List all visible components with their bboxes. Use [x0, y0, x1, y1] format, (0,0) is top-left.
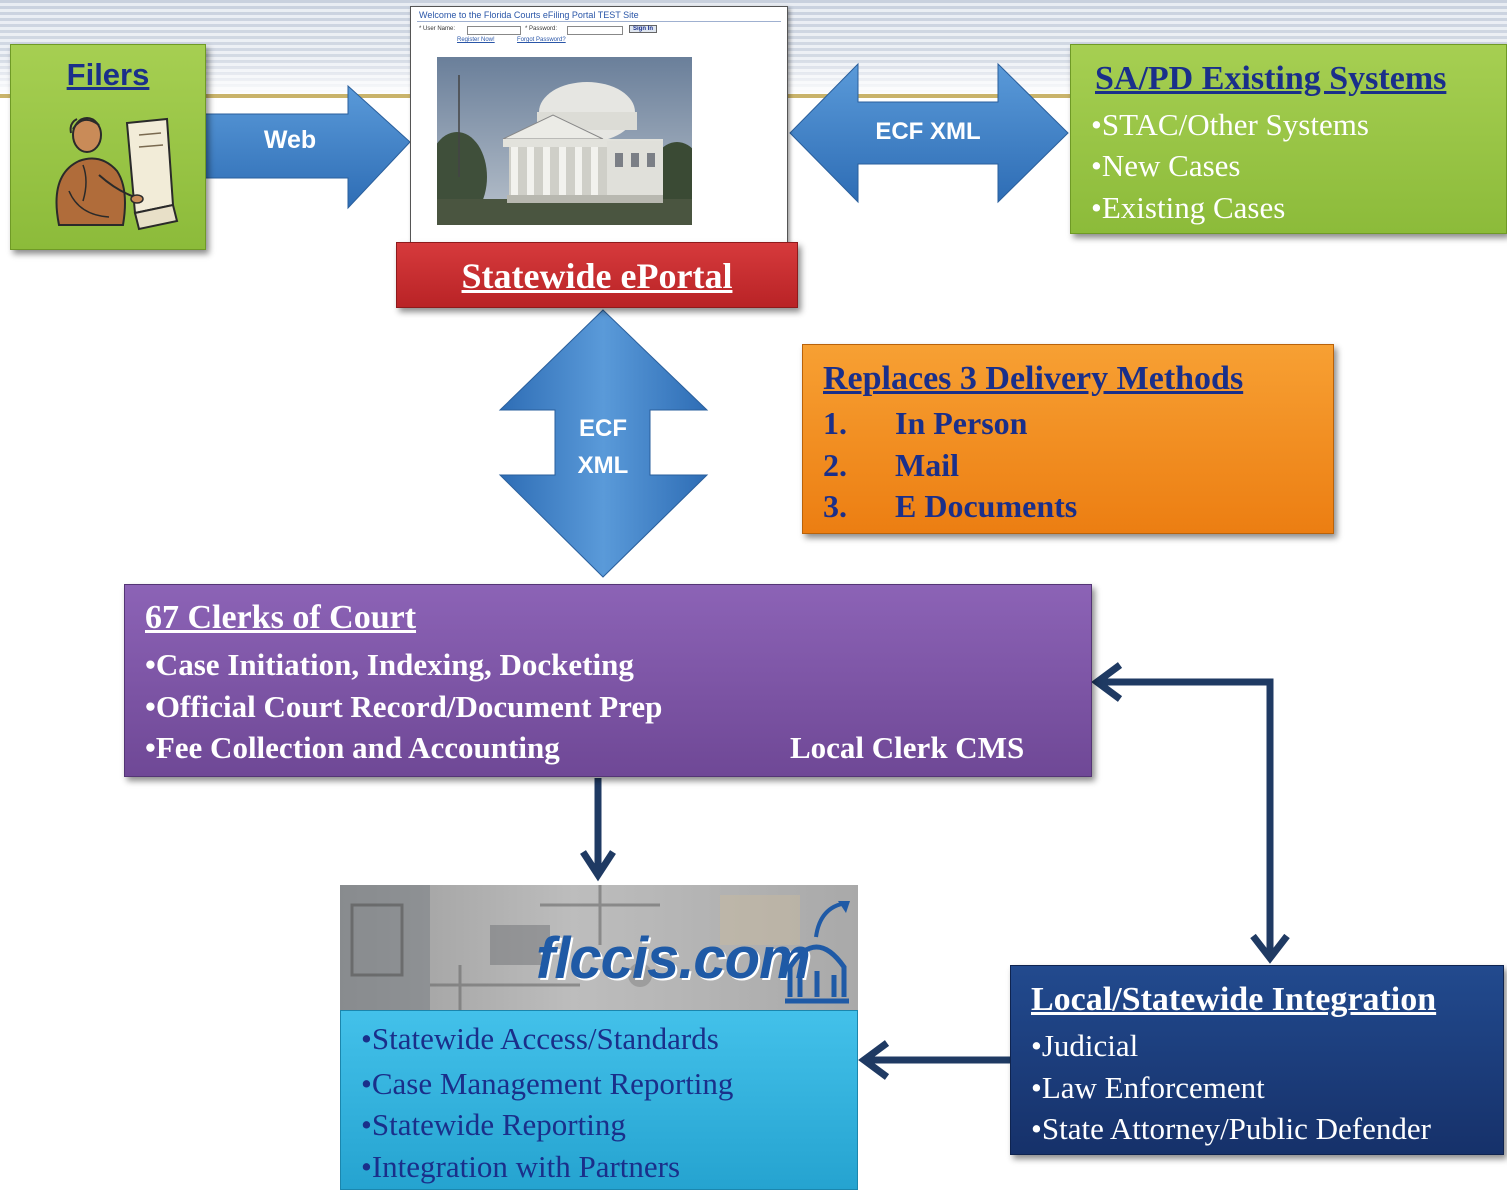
- flccis-logo-text: flccis.com: [536, 926, 811, 991]
- portal-username-input[interactable]: [467, 26, 521, 35]
- flccis-banner: flccis.com: [340, 885, 858, 1013]
- ecf-xml-vertical-label: ECF XML: [553, 410, 653, 484]
- flccis-item: •Case Management Reporting: [361, 1066, 734, 1101]
- statewide-eportal-box: Statewide ePortal: [396, 242, 798, 308]
- portal-forgot-link[interactable]: Forgot Password?: [517, 37, 566, 43]
- ecf-vertical-line2: XML: [577, 452, 629, 479]
- clerks-title: 67 Clerks of Court: [145, 599, 417, 636]
- portal-welcome-text: Welcome to the Florida Courts eFiling Po…: [419, 10, 639, 20]
- portal-password-label: * Password:: [525, 26, 558, 32]
- flccis-item: •Statewide Reporting: [361, 1107, 626, 1142]
- connector-clerks-integration: [1097, 678, 1274, 958]
- replaces-item-num: 1.: [823, 405, 847, 441]
- portal-username-label: * User Name:: [419, 26, 456, 32]
- web-arrow: [204, 84, 411, 210]
- replaces-item-text: E Documents: [895, 488, 1078, 524]
- filers-title: Filers: [66, 57, 150, 92]
- integration-box: Local/Statewide Integration •Judicial •L…: [1010, 965, 1504, 1155]
- ecf-xml-horizontal-arrow: [789, 62, 1069, 204]
- statewide-eportal-title: Statewide ePortal: [461, 256, 733, 296]
- ecf-vertical-line1: ECF: [579, 415, 627, 442]
- sapd-title: SA/PD Existing Systems: [1095, 60, 1447, 97]
- clerks-box: 67 Clerks of Court •Case Initiation, Ind…: [124, 584, 1092, 777]
- flccis-item: •Statewide Access/Standards: [361, 1021, 719, 1056]
- filers-box: Filers: [10, 44, 206, 250]
- ecf-xml-vertical-arrow: [498, 309, 709, 578]
- flccis-item: •Integration with Partners: [361, 1149, 681, 1184]
- courthouse-logo-icon: [785, 901, 850, 1004]
- arrowhead-left-clerks: [1091, 662, 1123, 702]
- integration-title: Local/Statewide Integration: [1031, 981, 1437, 1018]
- integration-item: •Law Enforcement: [1031, 1070, 1265, 1105]
- portal-sign-in-button[interactable]: Sign In: [629, 25, 657, 33]
- sapd-item: •New Cases: [1091, 148, 1241, 183]
- web-arrow-label: Web: [263, 126, 317, 154]
- circuit-board-image: [340, 885, 800, 1013]
- arrowhead-down-integration: [1250, 933, 1290, 964]
- arrowhead-down-flccis: [580, 850, 616, 882]
- integration-item: •Judicial: [1031, 1028, 1139, 1063]
- portal-screenshot: Welcome to the Florida Courts eFiling Po…: [410, 6, 788, 246]
- portal-register-link[interactable]: Register Now!: [457, 37, 495, 43]
- replaces-item-text: Mail: [895, 447, 959, 483]
- clerks-cms-label: Local Clerk CMS: [790, 730, 1025, 765]
- sapd-box: SA/PD Existing Systems •STAC/Other Syste…: [1070, 44, 1507, 234]
- flccis-box: •Statewide Access/Standards •Case Manage…: [340, 1010, 858, 1190]
- replaces-item-text: In Person: [895, 405, 1028, 441]
- replaces-box: Replaces 3 Delivery Methods 1. In Person…: [802, 344, 1334, 534]
- person-computer-icon: [55, 117, 179, 231]
- integration-item: •State Attorney/Public Defender: [1031, 1111, 1431, 1146]
- courthouse-photo: [437, 57, 692, 225]
- sapd-item: •Existing Cases: [1091, 190, 1286, 225]
- sapd-item: •STAC/Other Systems: [1091, 107, 1369, 142]
- clerks-item: •Fee Collection and Accounting: [145, 730, 560, 765]
- replaces-title: Replaces 3 Delivery Methods: [823, 360, 1244, 397]
- replaces-item-num: 3.: [823, 488, 847, 524]
- portal-divider: [417, 21, 781, 22]
- arrowhead-left-flccis: [858, 1040, 890, 1080]
- clerks-item: •Case Initiation, Indexing, Docketing: [145, 647, 634, 682]
- replaces-item-num: 2.: [823, 447, 847, 483]
- portal-password-input[interactable]: [567, 26, 623, 35]
- clerks-item: •Official Court Record/Document Prep: [145, 689, 663, 724]
- ecf-xml-horizontal-label: ECF XML: [875, 118, 981, 145]
